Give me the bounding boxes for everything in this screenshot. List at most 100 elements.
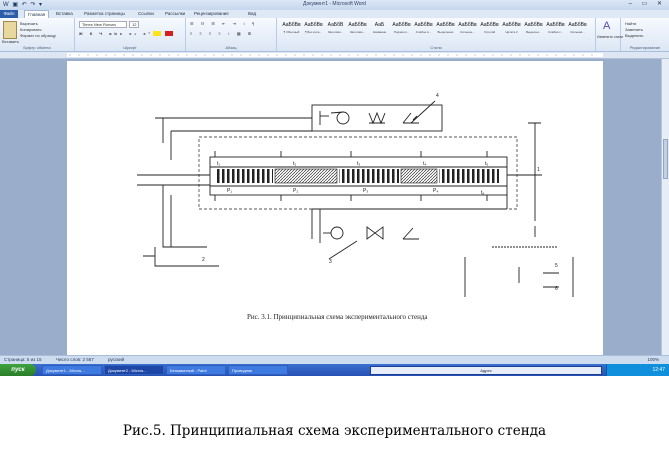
- document-page[interactable]: 4 3 1 2 5 6 t₁ t₂ t₃ t₄ t₅ t₆ P₁ P₂ P₃ P…: [67, 61, 603, 355]
- address-bar[interactable]: Адрес: [370, 366, 602, 375]
- tab-file[interactable]: Файл: [0, 10, 18, 18]
- label-1: 1: [537, 167, 540, 173]
- style-preset-name: Заголово...: [327, 30, 344, 34]
- paste-icon[interactable]: [3, 21, 17, 39]
- main-caption: Рис.5. Принципиальная схема эксперимента…: [122, 423, 547, 439]
- vertical-scrollbar[interactable]: [661, 59, 669, 355]
- scroll-thumb[interactable]: [663, 139, 668, 179]
- style-preset-sample: АаБ: [374, 22, 385, 28]
- horizontal-ruler[interactable]: [0, 52, 669, 59]
- style-preset[interactable]: АаБбВв ¶ Обычный: [281, 21, 302, 39]
- change-styles-button[interactable]: Изменить стили: [597, 35, 624, 39]
- group-clipboard: Вставить Вырезать Копировать Формат по о…: [0, 18, 75, 51]
- status-bar: Страница: 5 из 15 Число слов: 2 557 русс…: [0, 355, 669, 364]
- ruler-ticks: [67, 53, 603, 57]
- bottom-instrument-group: [311, 195, 508, 260]
- label-t3: t₃: [357, 161, 360, 167]
- style-preset-name: Сильное...: [460, 30, 475, 34]
- label-3: 3: [329, 259, 332, 265]
- change-styles-icon[interactable]: A: [603, 20, 611, 32]
- ribbon-tabs: Файл Главная Вставка Разметка страницы С…: [0, 10, 669, 18]
- taskbar-item-3[interactable]: Безымянный - Paint: [166, 365, 226, 375]
- style-preset-name: ¶ Без инте...: [304, 30, 323, 34]
- style-preset-name: Строгий: [483, 30, 496, 34]
- tab-mailings[interactable]: Рассылки: [165, 11, 186, 16]
- replace-button[interactable]: Заменить: [625, 27, 643, 32]
- font-name-select[interactable]: Times New Roman: [79, 21, 127, 28]
- group-font-label: Шрифт: [123, 45, 137, 50]
- find-button[interactable]: Найти: [625, 21, 637, 26]
- experimental-stand-diagram: 4 3 1 2 5 6 t₁ t₂ t₃ t₄ t₅ t₆ P₁ P₂ P₃ P…: [137, 93, 574, 297]
- label-p4: P₄: [433, 188, 438, 194]
- address-bar-label: Адрес: [480, 368, 492, 373]
- align-buttons[interactable]: ≡ ≡ ≡ ≡ ↕ ▦ ⊞: [190, 31, 255, 36]
- style-preset-sample: АаБбВв: [546, 22, 565, 28]
- label-t6: t₆: [481, 190, 484, 196]
- top-instrument-group: [311, 100, 443, 132]
- title-bar: W ▣ ↶ ↷ ▾ Документ1 - Microsoft Word – ▭…: [0, 0, 669, 10]
- zoom-level[interactable]: 100%: [647, 357, 659, 362]
- language-indicator[interactable]: русский: [108, 357, 125, 362]
- label-6: 6: [555, 286, 558, 292]
- label-5: 5: [555, 263, 558, 269]
- group-editing-label: Редактирование: [629, 45, 661, 50]
- style-preset-name: Сильная...: [570, 30, 585, 34]
- style-preset-sample: АаБбВв: [282, 22, 301, 28]
- font-size-select[interactable]: 12: [129, 21, 140, 28]
- cut-button[interactable]: Вырезать: [20, 21, 38, 26]
- tab-home[interactable]: Главная: [24, 10, 50, 18]
- window-controls[interactable]: – ▭ ✕: [628, 1, 666, 7]
- window-title: Документ1 - Microsoft Word: [303, 1, 366, 7]
- style-preset-sample: АаБбВв: [414, 22, 433, 28]
- label-t2: t₂: [293, 161, 296, 167]
- label-4: 4: [436, 93, 439, 99]
- copy-button[interactable]: Копировать: [20, 27, 42, 32]
- format-painter-button[interactable]: Формат по образцу: [20, 33, 56, 38]
- style-preset-sample: АаБбВв: [502, 22, 521, 28]
- list-buttons[interactable]: ☰ ☷ ☰ ⇤ ⇥ ↕ ¶: [190, 21, 258, 26]
- taskbar-item-1[interactable]: Документ1 - Micros...: [42, 365, 102, 375]
- style-preset-name: ¶ Обычный: [283, 30, 300, 34]
- quick-access-toolbar[interactable]: W ▣ ↶ ↷ ▾: [3, 2, 44, 8]
- taskbar-item-4[interactable]: Проводник: [228, 365, 288, 375]
- style-preset[interactable]: АаБбВв ¶ Без инте...: [303, 21, 324, 39]
- measurement-block: [464, 246, 574, 297]
- style-preset-sample: АаБбВв: [458, 22, 477, 28]
- style-preset-sample: АаБбВв: [348, 22, 367, 28]
- system-tray: 12:47: [606, 364, 669, 376]
- tab-review[interactable]: Рецензирование: [194, 11, 229, 16]
- paste-button[interactable]: Вставить: [2, 39, 19, 44]
- style-preset-name: Слабая с...: [547, 30, 564, 34]
- highlight-icon[interactable]: [153, 31, 161, 36]
- page-count[interactable]: Страница: 5 из 15: [4, 357, 42, 362]
- word-count[interactable]: Число слов: 2 557: [56, 357, 94, 362]
- style-preset-name: Выделен...: [525, 30, 542, 34]
- style-preset-sample: АаБбВв: [304, 22, 323, 28]
- group-clipboard-label: Буфер обмена: [23, 45, 51, 50]
- font-format-buttons[interactable]: Ж К Ч abc x₂ x²: [79, 31, 153, 36]
- label-2: 2: [202, 257, 205, 263]
- start-button[interactable]: пуск: [0, 364, 36, 376]
- tab-page-layout[interactable]: Разметка страницы: [84, 11, 125, 16]
- font-color-icon[interactable]: [165, 31, 173, 36]
- tab-view[interactable]: Вид: [248, 11, 257, 16]
- tab-references[interactable]: Ссылки: [138, 11, 154, 16]
- tab-insert[interactable]: Вставка: [56, 11, 73, 16]
- select-button[interactable]: Выделить: [625, 33, 644, 38]
- taskbar-item-2[interactable]: Документ2 - Micros...: [104, 365, 164, 375]
- style-preset-name: Заголово...: [349, 30, 366, 34]
- group-paragraph-label: Абзац: [225, 45, 237, 50]
